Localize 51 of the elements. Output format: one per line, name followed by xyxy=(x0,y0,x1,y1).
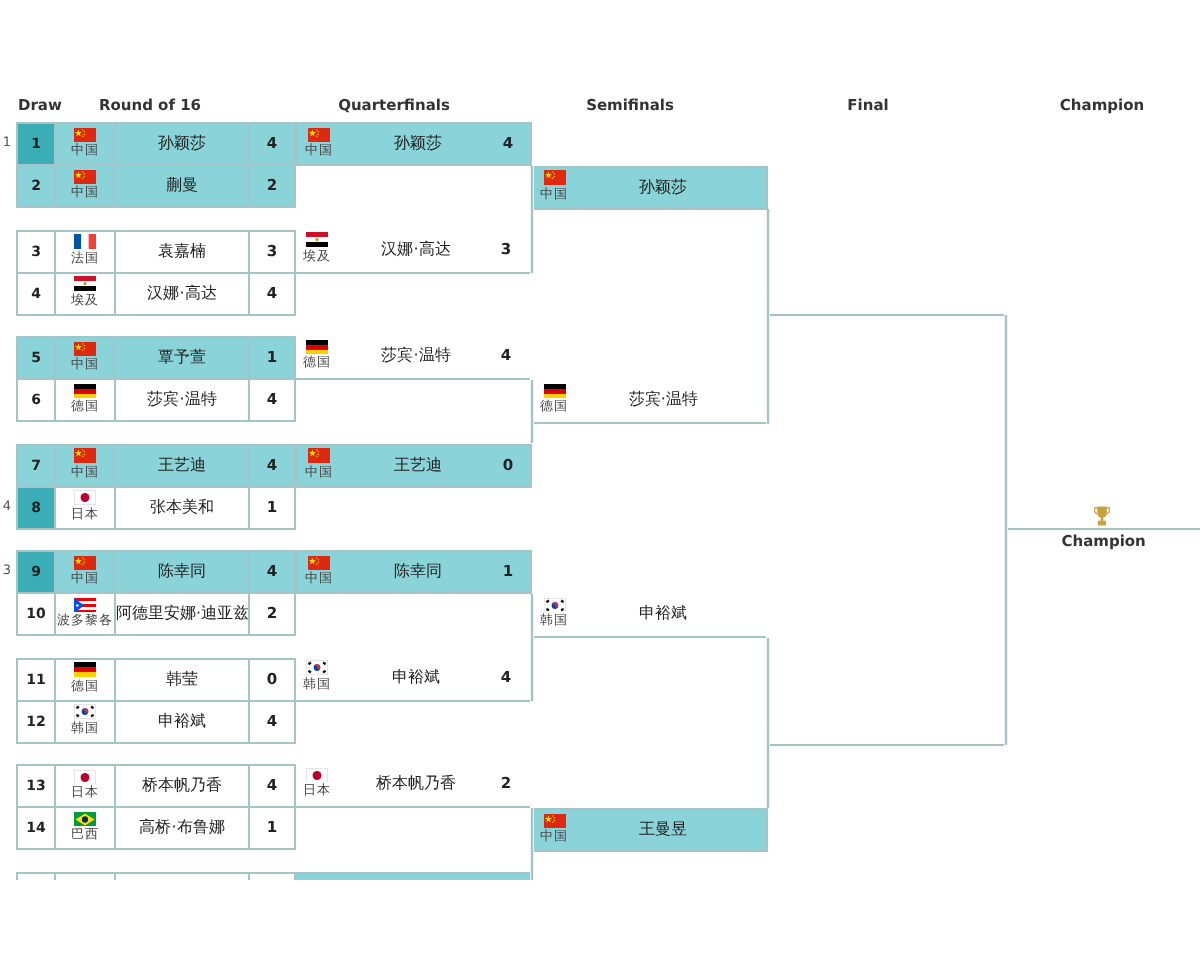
player-name: 陈幸同 xyxy=(392,560,444,584)
player-slot xyxy=(533,808,768,852)
player-name: 汉娜·高达 xyxy=(379,237,453,261)
player-name: 申裕斌 xyxy=(390,665,442,689)
bracket-line xyxy=(530,808,534,852)
player-name-cell: 蒯曼 xyxy=(116,166,250,206)
bracket-line xyxy=(530,166,534,187)
bracket-line xyxy=(530,616,534,701)
table-row xyxy=(16,164,296,208)
table-row xyxy=(16,336,296,380)
player-name: 桥本帆乃香 xyxy=(374,772,458,796)
player-name: 王艺迪 xyxy=(392,453,444,477)
table-row xyxy=(16,699,296,743)
player-name: 王曼昱 xyxy=(637,818,690,842)
player-name-cell: 王艺迪 xyxy=(116,445,250,485)
player-slot xyxy=(296,550,532,594)
table-row xyxy=(16,122,296,166)
player-name-cell: 覃予萱 xyxy=(116,338,250,378)
player-name: 孙颖莎 xyxy=(637,175,690,199)
player-slot xyxy=(296,443,532,487)
table-row xyxy=(16,229,296,273)
player-slot xyxy=(296,229,531,273)
bracket-line xyxy=(530,402,534,443)
table-row xyxy=(16,271,296,315)
table-row xyxy=(16,485,296,529)
bracket-line xyxy=(530,380,534,402)
table-row xyxy=(16,764,296,808)
bracket-line xyxy=(530,594,534,616)
bracket-line xyxy=(766,209,770,293)
table-row xyxy=(16,806,296,850)
player-name: 申裕斌 xyxy=(637,602,690,626)
player-slot xyxy=(296,657,531,701)
player-slot xyxy=(533,165,768,209)
bracket-line xyxy=(766,292,770,424)
bracket-line xyxy=(766,722,770,808)
player-slot xyxy=(533,380,767,424)
table-row xyxy=(16,550,296,594)
player-name-cell: 陈幸同 xyxy=(116,552,250,592)
bracket-line xyxy=(530,187,534,273)
bracket-line xyxy=(1004,528,1008,745)
player-name: 莎宾·温特 xyxy=(626,388,700,412)
table-row xyxy=(16,657,296,701)
bracket-line xyxy=(1004,315,1008,528)
player-slot xyxy=(296,122,532,166)
player-name: 孙颖莎 xyxy=(392,132,444,156)
player-name-cell: 孙颖莎 xyxy=(116,124,250,164)
table-row xyxy=(16,378,296,422)
bracket-line xyxy=(766,638,770,723)
player-name: 莎宾·温特 xyxy=(379,344,453,368)
table-row xyxy=(16,592,296,636)
table-row xyxy=(16,443,296,487)
